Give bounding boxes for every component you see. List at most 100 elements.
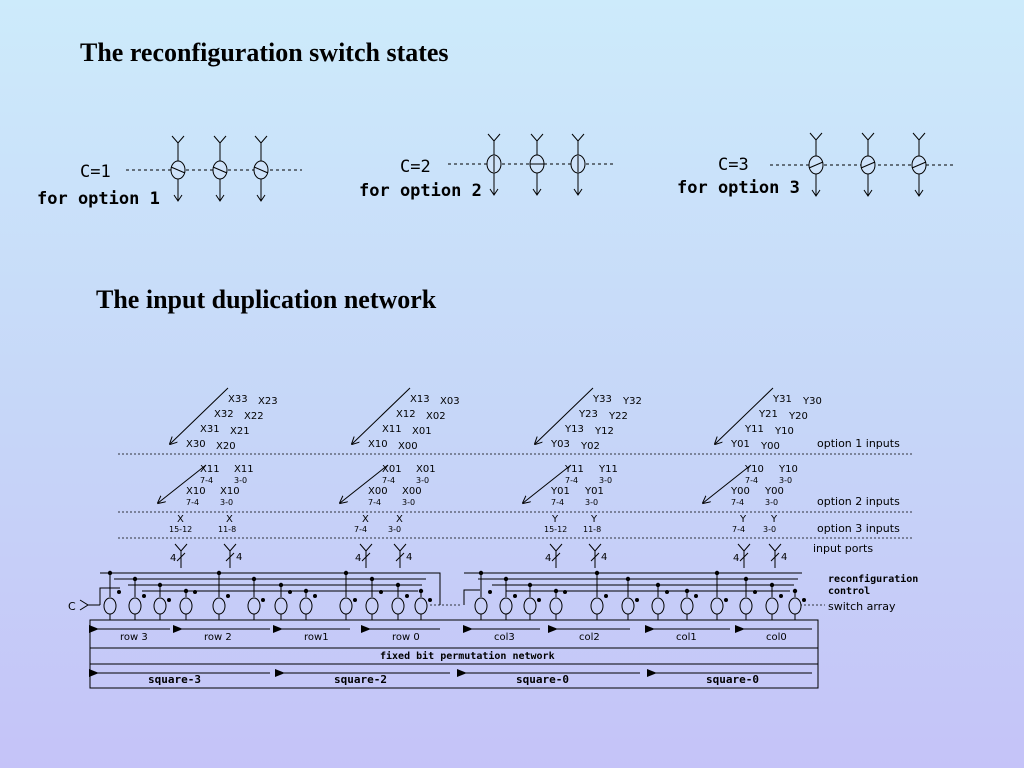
- junction-dot: [563, 590, 567, 594]
- junction-dot: [743, 576, 749, 582]
- junction-dot: [604, 594, 608, 598]
- junction-dot: [167, 598, 171, 602]
- junction-dot: [792, 588, 798, 594]
- fixed-permutation-label: fixed bit permutation network: [380, 650, 555, 662]
- option2-label: X11: [234, 464, 254, 475]
- junction-dot: [478, 570, 484, 576]
- switch-3c: [911, 132, 927, 197]
- bus-slash: [770, 552, 780, 562]
- switch-node: [651, 597, 665, 615]
- option1-label: X33: [228, 394, 248, 405]
- junction-dot: [665, 590, 669, 594]
- switch-node: [103, 597, 117, 615]
- switch-node: [788, 597, 802, 615]
- junction-dot: [343, 570, 349, 576]
- option1-label: Y03: [550, 439, 570, 450]
- switch-cell: [365, 576, 383, 620]
- option1-arrow: [170, 387, 229, 444]
- port-width: 4: [545, 553, 551, 564]
- c-label-1: C=1: [80, 162, 111, 182]
- switch-state-3: C=3 for option 3: [677, 132, 955, 198]
- junction-dot: [379, 590, 383, 594]
- junction-dot: [553, 588, 559, 594]
- option1-label: Y22: [608, 411, 628, 422]
- option3-label: Y: [590, 514, 598, 525]
- option3-label: X: [226, 514, 233, 525]
- bus-slash: [361, 552, 371, 562]
- option2-label: X01: [416, 464, 436, 475]
- feed-line: [430, 572, 441, 605]
- option1-label: Y01: [730, 439, 750, 450]
- option2-label: 3-0: [585, 498, 598, 507]
- option1-label: X01: [412, 426, 432, 437]
- junction-dot: [488, 590, 492, 594]
- junction-dot: [369, 576, 375, 582]
- option-label-1: for option 1: [37, 189, 160, 209]
- switch-states-title: The reconfiguration switch states: [80, 38, 449, 67]
- bus-slash: [176, 552, 186, 562]
- junction-dot: [714, 570, 720, 576]
- option1-label: X22: [244, 411, 264, 422]
- junction-dot: [428, 598, 432, 602]
- option2-label: Y00: [730, 486, 750, 497]
- junction-dot: [625, 576, 631, 582]
- switch-node: [247, 597, 261, 615]
- junction-dot: [753, 590, 757, 594]
- switch-state-1: C=1 for option 1: [37, 135, 302, 209]
- option2-label: X10: [220, 486, 240, 497]
- option2-label: 3-0: [599, 476, 612, 485]
- switch-node: [499, 597, 513, 615]
- row-col-label: col2: [579, 632, 600, 643]
- row-col-label: row 3: [120, 632, 148, 643]
- port-width: 4: [406, 552, 412, 563]
- port-width: 4: [355, 553, 361, 564]
- port-width: 4: [733, 553, 739, 564]
- option1-arrow: [715, 387, 774, 444]
- option3-label: 3-0: [388, 525, 401, 534]
- option2-label: 7-4: [551, 498, 564, 507]
- junction-dot: [594, 570, 600, 576]
- row-col-label: row 2: [204, 632, 232, 643]
- option1-label: Y31: [772, 394, 792, 405]
- input-port: [549, 543, 563, 568]
- square-label: square-0: [706, 673, 759, 686]
- option2-label: 3-0: [234, 476, 247, 485]
- switch-3b: [860, 132, 876, 197]
- junction-dot: [183, 588, 189, 594]
- option1-label: Y10: [774, 426, 794, 437]
- square-label: square-3: [148, 673, 201, 686]
- junction-dot: [537, 598, 541, 602]
- option2-label: 7-4: [200, 476, 213, 485]
- switch-cell: [590, 570, 608, 620]
- switch-3a: [808, 132, 824, 197]
- option3-label: 3-0: [763, 525, 776, 534]
- switch-node: [153, 597, 167, 615]
- switch-node: [549, 597, 563, 615]
- junction-dot: [313, 594, 317, 598]
- row-col-label: row 0: [392, 632, 420, 643]
- junction-dot: [513, 594, 517, 598]
- option3-label: 11-8: [583, 525, 601, 534]
- switch-cell: [739, 576, 757, 620]
- c-label-2: C=2: [400, 157, 431, 177]
- port-width: 4: [236, 552, 242, 563]
- switch-2c: [570, 133, 586, 196]
- junction-dot: [418, 588, 424, 594]
- switch-cell: [621, 576, 639, 620]
- junction-dot: [353, 598, 357, 602]
- option2-label: X11: [200, 464, 220, 475]
- switch-cell: [788, 588, 806, 620]
- bus-slash: [551, 552, 561, 562]
- option1-label: X00: [398, 441, 418, 452]
- switch-cell: [212, 570, 230, 620]
- option3-label: 15-12: [169, 525, 192, 534]
- switch-1b: [212, 135, 228, 202]
- option2-label: 7-4: [731, 498, 744, 507]
- feed-line: [463, 589, 480, 605]
- switch-node: [128, 597, 142, 615]
- control-label: control: [828, 586, 870, 597]
- duplication-network-title: The input duplication network: [96, 285, 437, 314]
- option2-label: 7-4: [565, 476, 578, 485]
